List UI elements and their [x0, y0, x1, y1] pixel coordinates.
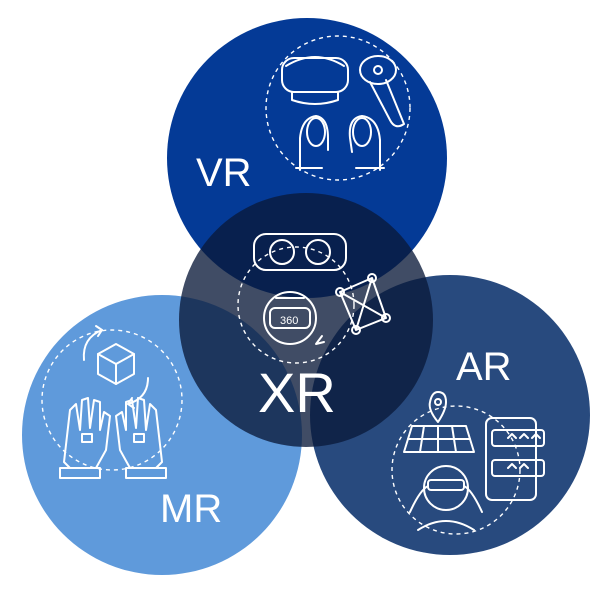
vr-icons: VR	[196, 35, 411, 195]
xr-icons: 360 XR	[237, 233, 391, 424]
ar-icons: AR	[391, 345, 545, 535]
vr-controller-icon	[359, 55, 405, 128]
xr-label: XR	[258, 361, 336, 424]
badge-360: 360	[280, 315, 298, 327]
rotate-cube-icon	[82, 325, 149, 409]
map-pin-icon	[403, 391, 475, 453]
mr-label: MR	[160, 487, 222, 531]
phone-reviews-icon	[485, 417, 545, 501]
person-ar-glasses-icon	[409, 465, 483, 531]
network-nodes-icon	[335, 273, 391, 335]
vr-goggles-icon	[253, 233, 347, 271]
mr-icons: MR	[41, 325, 222, 531]
sensor-gloves-icon	[59, 397, 167, 479]
xr-circle	[179, 193, 433, 447]
hands-touch-icon	[295, 115, 385, 171]
ar-label: AR	[456, 345, 512, 389]
vr-label: VR	[196, 151, 252, 195]
vr-headset-icon	[281, 56, 349, 105]
headset-360-icon	[263, 291, 325, 345]
